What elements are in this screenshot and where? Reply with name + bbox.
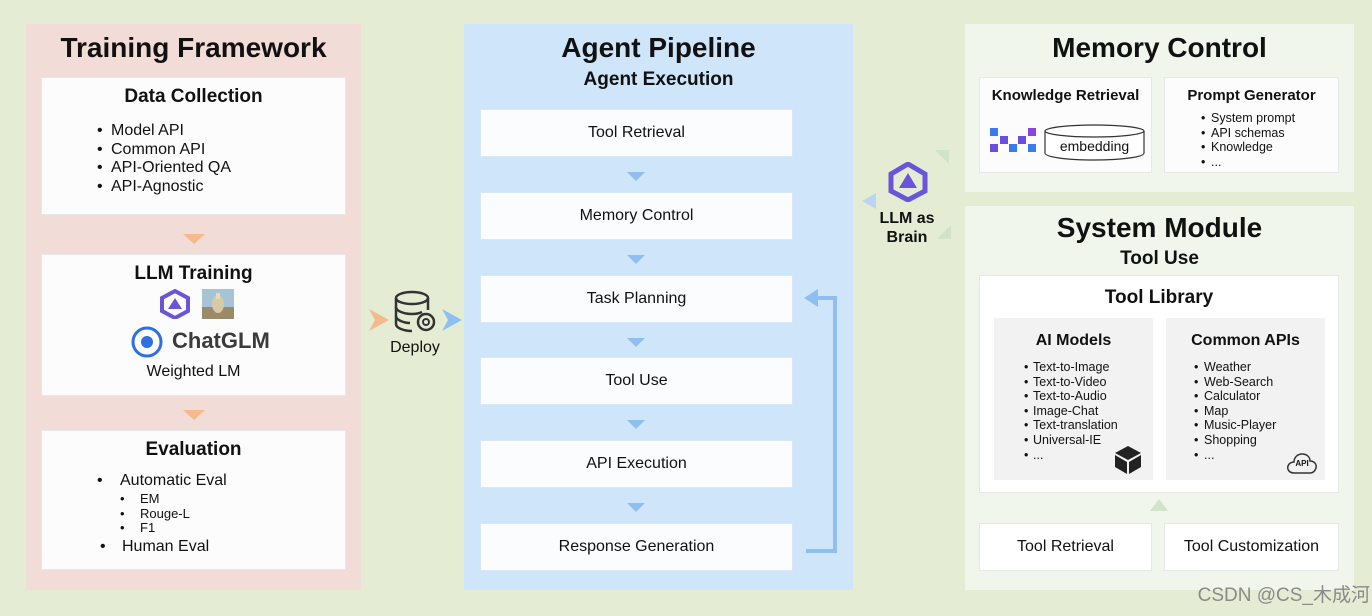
evaluation-sub-list: EM Rouge-L F1 (120, 491, 190, 536)
arrow-down-icon (183, 410, 205, 420)
list-item: Shopping (1194, 433, 1276, 448)
arrow-up-right-icon (935, 150, 949, 164)
evaluation-card (41, 430, 346, 570)
prompt-generator-list: System prompt API schemas Knowledge ... (1201, 111, 1295, 169)
deploy-arrow-left-icon (369, 309, 389, 331)
list-item: Rouge-L (120, 506, 190, 522)
list-item: ... (1024, 448, 1118, 463)
arrow-up-icon (1150, 499, 1168, 511)
loop-back-arrow-icon (804, 289, 837, 553)
step-task-planning: Task Planning (480, 275, 793, 323)
common-apis-title: Common APIs (1191, 332, 1300, 349)
llm-training-card (41, 254, 346, 396)
arrow-left-icon (862, 193, 876, 209)
memory-control-title: Memory Control (1052, 32, 1267, 63)
list-item: ... (1194, 448, 1276, 463)
list-item: Universal-IE (1024, 433, 1118, 448)
tool-retrieval-label: Tool Retrieval (1017, 538, 1114, 555)
list-item: F1 (120, 520, 190, 536)
data-collection-list: Model API Common API API-Oriented QA API… (97, 122, 231, 196)
list-item: Model API (97, 122, 231, 141)
tool-customization-box: Tool Customization (1164, 523, 1339, 571)
llm-brain-label-line2: Brain (886, 229, 928, 246)
tool-retrieval-box: Tool Retrieval (979, 523, 1152, 571)
api-badge-label: API (1295, 459, 1309, 468)
list-item: ... (1201, 155, 1295, 170)
list-item: Text-to-Image (1024, 360, 1118, 375)
step-response-generation: Response Generation (480, 523, 793, 571)
tool-use-subtitle: Tool Use (1120, 248, 1199, 269)
training-framework-title: Training Framework (60, 32, 327, 63)
list-item: Web-Search (1194, 375, 1276, 390)
llm-brain-label-line1: LLM as (879, 210, 935, 227)
weighted-lm-caption: Weighted LM (146, 363, 241, 380)
evaluation-list: Automatic Eval (97, 472, 227, 490)
list-item: Text-to-Video (1024, 375, 1118, 390)
agent-execution-subtitle: Agent Execution (583, 69, 734, 90)
list-item: API-Oriented QA (97, 159, 231, 178)
arrow-down-icon (627, 255, 645, 264)
prompt-generator-title: Prompt Generator (1187, 87, 1316, 104)
system-module-title: System Module (1056, 212, 1263, 243)
watermark: CSDN @CS_木成河 (1197, 585, 1370, 606)
database-gear-icon (394, 290, 436, 333)
llama-image-icon (202, 289, 234, 319)
qwen-logo-icon (160, 289, 190, 319)
list-item: Weather (1194, 360, 1276, 375)
cube-icon (1115, 446, 1141, 474)
list-item: Map (1194, 404, 1276, 419)
arrow-down-icon (627, 172, 645, 181)
llm-training-title: LLM Training (134, 263, 253, 284)
arrow-down-icon (627, 420, 645, 429)
list-item: API-Agnostic (97, 178, 231, 197)
step-api-execution: API Execution (480, 440, 793, 488)
arrow-down-icon (627, 338, 645, 347)
list-item: API schemas (1201, 126, 1295, 141)
ai-models-list: Text-to-Image Text-to-Video Text-to-Audi… (1024, 360, 1118, 462)
list-item: Text-to-Audio (1024, 389, 1118, 404)
list-item: Text-translation (1024, 418, 1118, 433)
arrow-down-right-icon (937, 225, 951, 239)
agent-pipeline-title: Agent Pipeline (561, 32, 756, 63)
tool-customization-label: Tool Customization (1183, 538, 1320, 555)
deploy-label: Deploy (390, 339, 440, 356)
evaluation-title: Evaluation (145, 439, 242, 460)
data-collection-title: Data Collection (124, 86, 263, 107)
qwen-brain-icon (888, 162, 928, 202)
arrow-down-icon (183, 234, 205, 244)
list-item: Calculator (1194, 389, 1276, 404)
ai-models-title: AI Models (1035, 332, 1112, 349)
human-eval-item: Human Eval (100, 538, 209, 556)
step-tool-use: Tool Use (480, 357, 793, 405)
list-item: System prompt (1201, 111, 1295, 126)
step-memory-control: Memory Control (480, 192, 793, 240)
list-item: Common API (97, 141, 231, 160)
step-tool-retrieval: Tool Retrieval (480, 109, 793, 157)
deploy-arrow-right-icon (442, 309, 462, 331)
chatglm-label: ChatGLM (172, 328, 270, 353)
embedding-label: embedding (1059, 138, 1130, 154)
chatglm-logo-icon (131, 326, 163, 358)
automatic-eval-item: Automatic Eval (97, 472, 227, 490)
embedding-model-icon (990, 128, 1036, 152)
api-cloud-icon (1287, 453, 1317, 474)
human-eval-list: Human Eval (100, 538, 209, 556)
list-item: Knowledge (1201, 140, 1295, 155)
arrow-down-icon (627, 503, 645, 512)
common-apis-list: Weather Web-Search Calculator Map Music-… (1194, 360, 1276, 462)
list-item: EM (120, 491, 190, 507)
tool-library-title: Tool Library (1104, 287, 1214, 308)
list-item: Music-Player (1194, 418, 1276, 433)
knowledge-retrieval-title: Knowledge Retrieval (991, 87, 1140, 104)
database-icon (1044, 124, 1145, 161)
list-item: Image-Chat (1024, 404, 1118, 419)
